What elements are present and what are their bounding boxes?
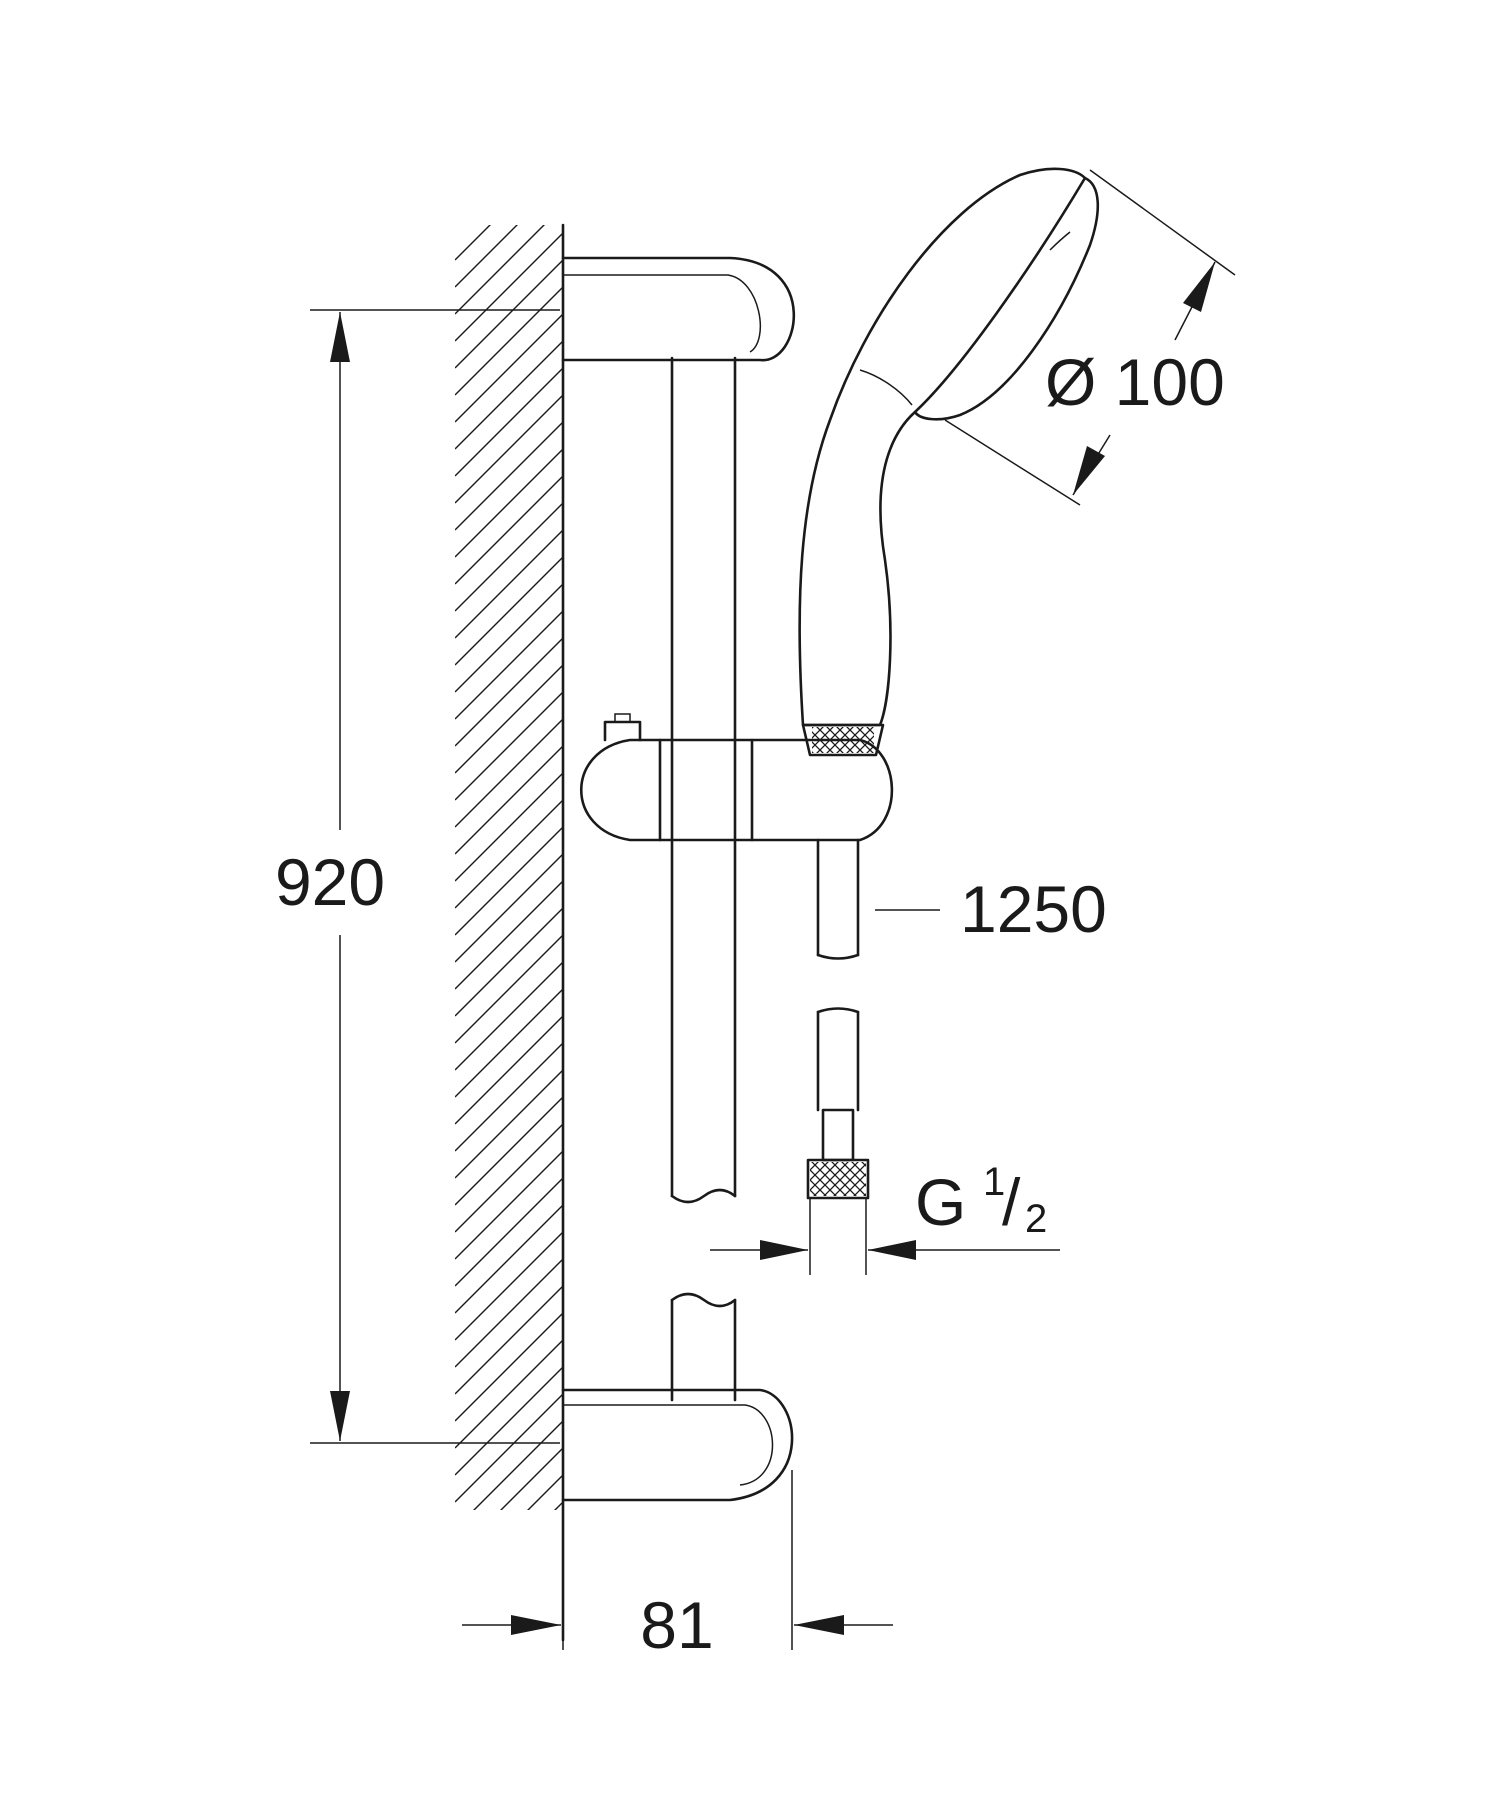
hatch-line xyxy=(455,448,563,558)
height-dimension xyxy=(310,309,560,1444)
bottom-wall-bracket xyxy=(561,1388,794,1502)
hatch-line xyxy=(500,1447,563,1510)
hatch-line xyxy=(455,225,545,315)
hatch-line xyxy=(455,1069,563,1179)
hatch-line xyxy=(455,583,563,693)
hatch-line xyxy=(455,367,563,477)
hatch-line xyxy=(455,1339,563,1449)
hatch-line xyxy=(455,340,563,450)
hatch-line xyxy=(455,225,518,288)
hatch-line xyxy=(455,637,563,747)
thread-dimension-label: G xyxy=(915,1165,966,1239)
diameter-dimension xyxy=(944,169,1236,506)
top-wall-bracket xyxy=(561,256,796,362)
height-dimension-label: 920 xyxy=(275,845,385,919)
diameter-dimension-label: Ø 100 xyxy=(1045,345,1225,419)
hatch-line xyxy=(455,1096,563,1206)
hatch-line xyxy=(455,907,563,1017)
hatch-line xyxy=(455,556,563,666)
hatch-line xyxy=(455,225,491,261)
hatch-line xyxy=(455,475,563,585)
hose-length-label: 1250 xyxy=(960,872,1107,946)
hatch-line xyxy=(455,961,563,1071)
hatch-line xyxy=(455,826,563,936)
hatch-line xyxy=(455,772,563,882)
hatch-line xyxy=(455,1150,563,1260)
projection-dimension xyxy=(462,1470,893,1650)
hatch-line xyxy=(455,1231,563,1341)
wall-hatching xyxy=(455,225,565,1664)
hatch-line xyxy=(455,259,563,369)
thread-label-slash: / xyxy=(1002,1165,1021,1239)
hatch-line xyxy=(455,313,563,423)
hand-shower xyxy=(798,167,1100,757)
hatch-line xyxy=(455,1042,563,1152)
hatch-line xyxy=(455,988,563,1098)
hatch-line xyxy=(473,1420,563,1510)
hatch-line xyxy=(455,394,563,504)
hatch-line xyxy=(455,691,563,801)
hatch-line xyxy=(455,232,563,342)
shower-hose xyxy=(806,838,870,1200)
shower-rail xyxy=(670,356,737,1402)
hatch-line xyxy=(554,1501,563,1510)
hatch-line xyxy=(455,1285,563,1395)
hatch-line xyxy=(455,934,563,1044)
hatch-line xyxy=(455,1015,563,1125)
hatch-line xyxy=(455,286,563,396)
thread-label-numerator: 1 xyxy=(983,1160,1005,1204)
thread-dimension xyxy=(710,1198,1060,1275)
hatch-line xyxy=(455,610,563,720)
hatch-line xyxy=(455,664,563,774)
thread-label-denominator: 2 xyxy=(1025,1197,1047,1241)
hatch-line xyxy=(455,1123,563,1233)
hatch-line xyxy=(455,1177,563,1287)
hatch-line xyxy=(455,745,563,855)
thread-label-g: G xyxy=(915,1165,966,1239)
hatch-line xyxy=(455,880,563,990)
projection-dimension-label: 81 xyxy=(640,1588,713,1662)
hatch-line xyxy=(455,1393,563,1503)
hatch-line xyxy=(455,1527,565,1637)
hatch-line xyxy=(455,1312,563,1422)
hatch-line xyxy=(455,799,563,909)
hatch-line xyxy=(455,502,563,612)
hatch-line xyxy=(455,1366,563,1476)
hatch-line xyxy=(455,529,563,639)
hatch-line xyxy=(455,853,563,963)
hatch-line xyxy=(455,718,563,828)
hatch-line xyxy=(455,1258,563,1368)
slider-holder xyxy=(580,713,894,842)
hatch-line xyxy=(527,1474,563,1510)
hatch-line xyxy=(455,421,563,531)
hatch-line xyxy=(455,1554,565,1664)
hatch-line xyxy=(455,1204,563,1314)
